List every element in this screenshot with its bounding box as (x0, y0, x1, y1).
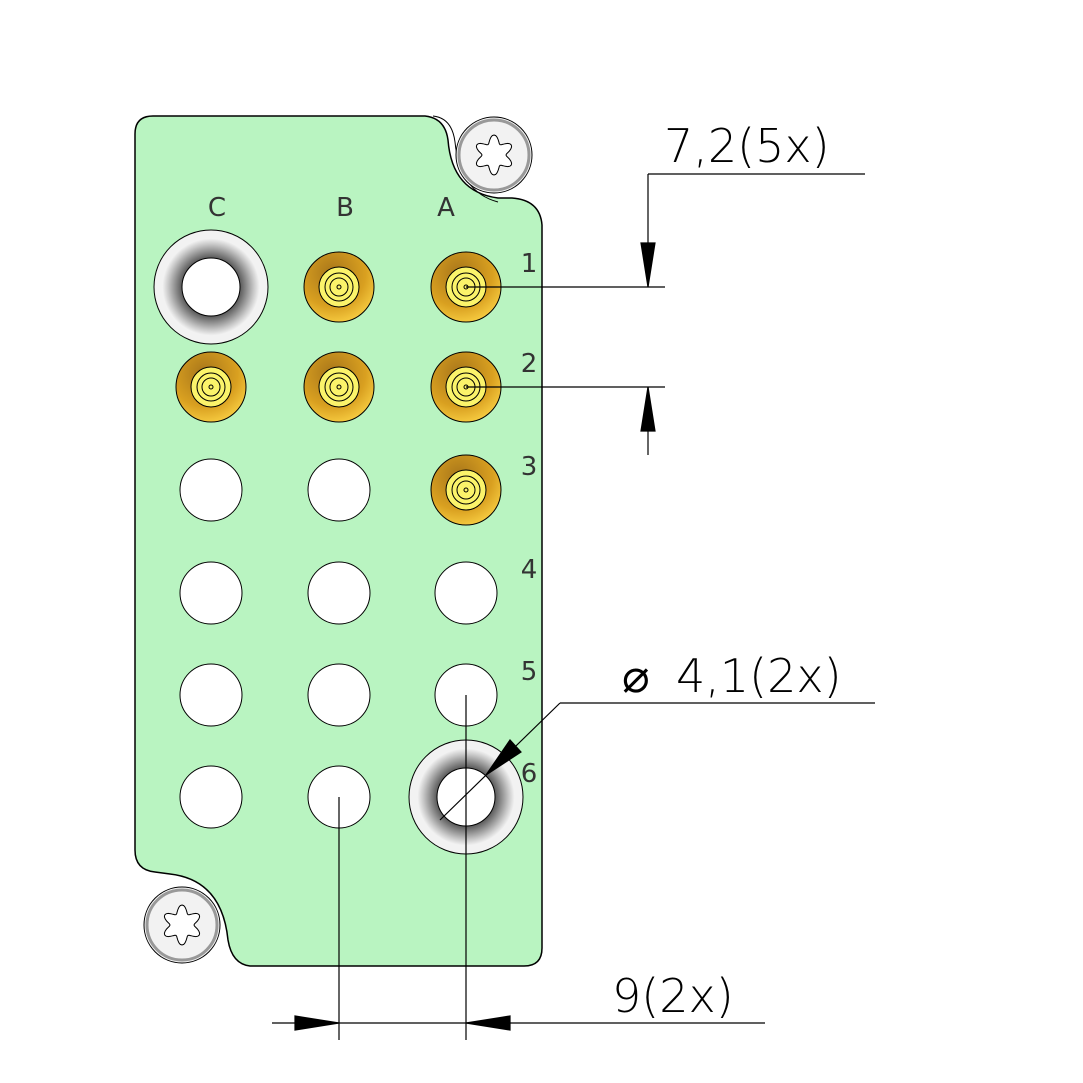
column-label: B (336, 193, 354, 223)
hole-A4 (434, 561, 498, 625)
hole-C3 (179, 458, 243, 522)
contact-C2 (175, 351, 247, 423)
dimension-horizontal-pitch (272, 695, 765, 1040)
dimension-vertical-pitch (466, 173, 865, 455)
row-label: 5 (521, 657, 538, 687)
hole-C6 (179, 765, 243, 829)
row-label: 6 (521, 759, 538, 789)
diameter-symbol: ⌀ (622, 649, 650, 703)
hole-B5 (307, 663, 371, 727)
grommet-C1 (153, 229, 269, 345)
row-label: 4 (521, 555, 538, 585)
contact-B2 (303, 351, 375, 423)
row-label: 2 (521, 349, 538, 379)
column-label: A (437, 193, 455, 223)
contact-A3 (430, 454, 502, 526)
dimension-vertical-pitch-label: 7,2(5x) (664, 119, 830, 173)
torx-screw-icon (455, 116, 533, 194)
contact-B1 (303, 251, 375, 323)
hole-C4 (179, 561, 243, 625)
hole-C5 (179, 663, 243, 727)
row-label: 3 (521, 452, 538, 482)
column-label: C (208, 193, 226, 223)
hole-B3 (307, 458, 371, 522)
dimension-hole-diameter (439, 702, 875, 821)
torx-screw-icon (143, 886, 221, 964)
dimension-horizontal-pitch-label: 9(2x) (612, 969, 734, 1023)
hole-B4 (307, 561, 371, 625)
dimension-hole-diameter-label: 4,1(2x) (676, 649, 842, 703)
row-label: 1 (521, 249, 538, 279)
